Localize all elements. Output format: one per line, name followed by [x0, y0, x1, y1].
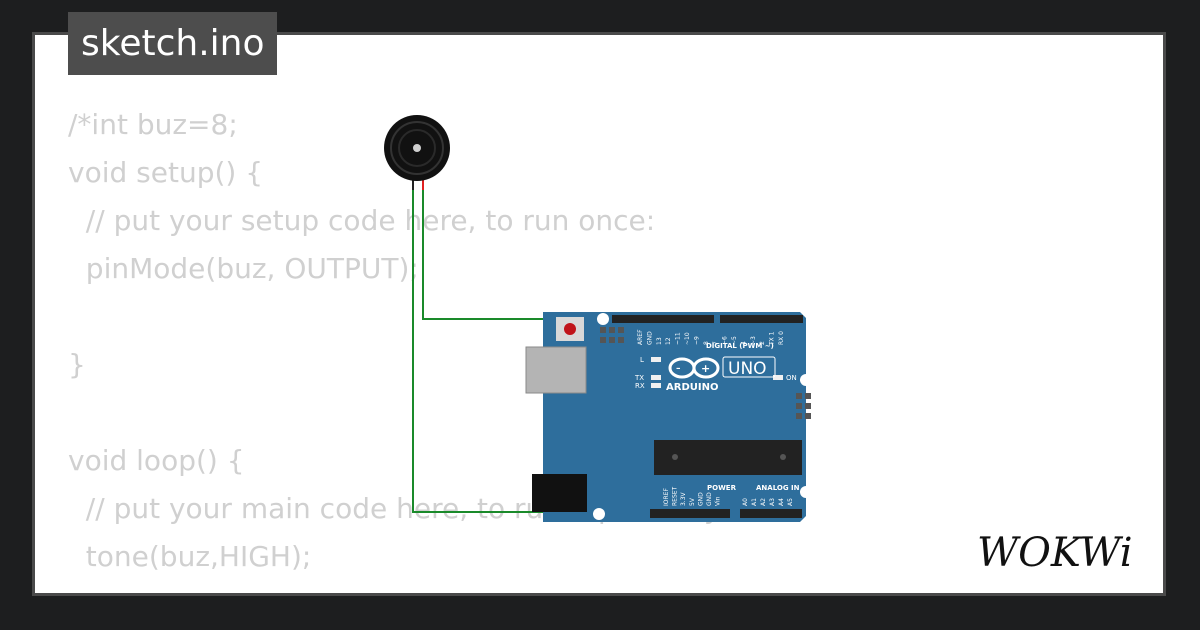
pin-label: ~3: [750, 336, 757, 345]
led-on: [773, 375, 783, 380]
buzzer-center: [413, 144, 421, 152]
pin-label: 2: [759, 341, 766, 345]
mounting-hole: [800, 374, 812, 386]
icsp-header: [600, 327, 624, 343]
arduino-uno-board[interactable]: L TX RX ON – + UNO ARDUINO DIGITAL (PWM …: [525, 312, 812, 522]
logo-plus: +: [701, 362, 710, 375]
buzzer[interactable]: [384, 115, 450, 190]
pin-label: 13: [656, 337, 663, 345]
wire-signal[interactable]: [422, 188, 600, 320]
mounting-hole: [800, 486, 812, 498]
code-line: void setup() {: [68, 156, 264, 189]
code-line: pinMode(buz, OUTPUT);: [68, 252, 419, 285]
pin-label: ~6: [722, 336, 729, 345]
file-tab[interactable]: sketch.ino: [68, 12, 278, 75]
pin-label: 8: [703, 341, 710, 345]
pin-label: ~9: [693, 336, 700, 345]
pin-label: 4: [740, 341, 747, 345]
digital-header-left: [612, 315, 714, 323]
pin-label: Vin: [715, 496, 722, 506]
led-l: [651, 357, 661, 362]
digital-header-label: DIGITAL (PWM ~): [706, 342, 774, 350]
mounting-hole: [593, 508, 605, 520]
pin-label: AREF: [637, 329, 644, 345]
uno-badge: [722, 356, 776, 378]
digital-header-right: [720, 315, 803, 323]
icsp-header-side: [796, 393, 811, 419]
led-rx: [651, 383, 661, 388]
pin-label: A5: [787, 498, 794, 506]
arduino-logo-icon: [668, 357, 720, 379]
chip-dot: [672, 454, 678, 460]
code-line: }: [68, 348, 86, 381]
analog-label: ANALOG IN: [756, 484, 800, 492]
code-line: void loop() {: [68, 444, 245, 477]
code-line: tone(buz,HIGH);: [68, 540, 312, 573]
pin-label: 3.3V: [680, 491, 687, 506]
pin-label: RX 0: [778, 331, 785, 345]
label-tx: TX: [634, 374, 644, 382]
code-area: /*int buz=8; void setup() { // put your …: [32, 32, 1166, 596]
pin-label: A2: [760, 498, 767, 506]
pin-label: GND: [706, 492, 713, 506]
pin-label: GND: [646, 331, 653, 345]
code-editor[interactable]: /*int buz=8; void setup() { // put your …: [68, 101, 728, 593]
pin-label: A4: [778, 498, 785, 506]
buzzer-ring-inner: [398, 129, 436, 167]
logo-minus: –: [676, 364, 681, 374]
pin-label: A3: [769, 498, 776, 506]
power-label: POWER: [707, 484, 737, 492]
power-header: [650, 509, 730, 518]
reset-button-cap: [564, 323, 576, 335]
pin-label: 7: [712, 341, 719, 345]
pin-label: 12: [665, 337, 672, 345]
analog-header: [740, 509, 802, 518]
label-l: L: [640, 356, 644, 364]
usb-port: [526, 347, 586, 393]
code-line: delay(1000);: [68, 588, 265, 593]
label-on: ON: [786, 374, 797, 382]
code-line: /*int buz=8;: [68, 108, 238, 141]
wokwi-logo[interactable]: WOKWi: [975, 526, 1151, 576]
board-brand: ARDUINO: [666, 382, 718, 393]
pin-label: ~10: [684, 332, 691, 345]
usb-port-outline: [525, 346, 587, 394]
pin-label: GND: [697, 492, 704, 506]
pin-label: ~11: [675, 332, 682, 345]
pin-label: 5V: [689, 497, 696, 506]
pin-label: IOREF: [663, 488, 670, 506]
label-rx: RX: [635, 382, 645, 390]
pin-label: ~5: [731, 336, 738, 345]
chip-dot: [780, 454, 786, 460]
mounting-hole: [597, 313, 609, 325]
code-line: // put your setup code here, to run once…: [68, 204, 656, 237]
atmega-chip: [654, 440, 802, 475]
buzzer-ring: [390, 121, 444, 175]
power-jack: [532, 474, 587, 512]
pin-label: A0: [742, 498, 749, 506]
pin-label: TX 1: [769, 331, 776, 346]
pin-label: RESET: [672, 486, 679, 506]
pin-label: A1: [751, 498, 758, 506]
led-tx: [651, 375, 661, 380]
board-model: UNO: [728, 359, 767, 379]
wokwi-logo-text: WOKWi: [977, 530, 1133, 576]
